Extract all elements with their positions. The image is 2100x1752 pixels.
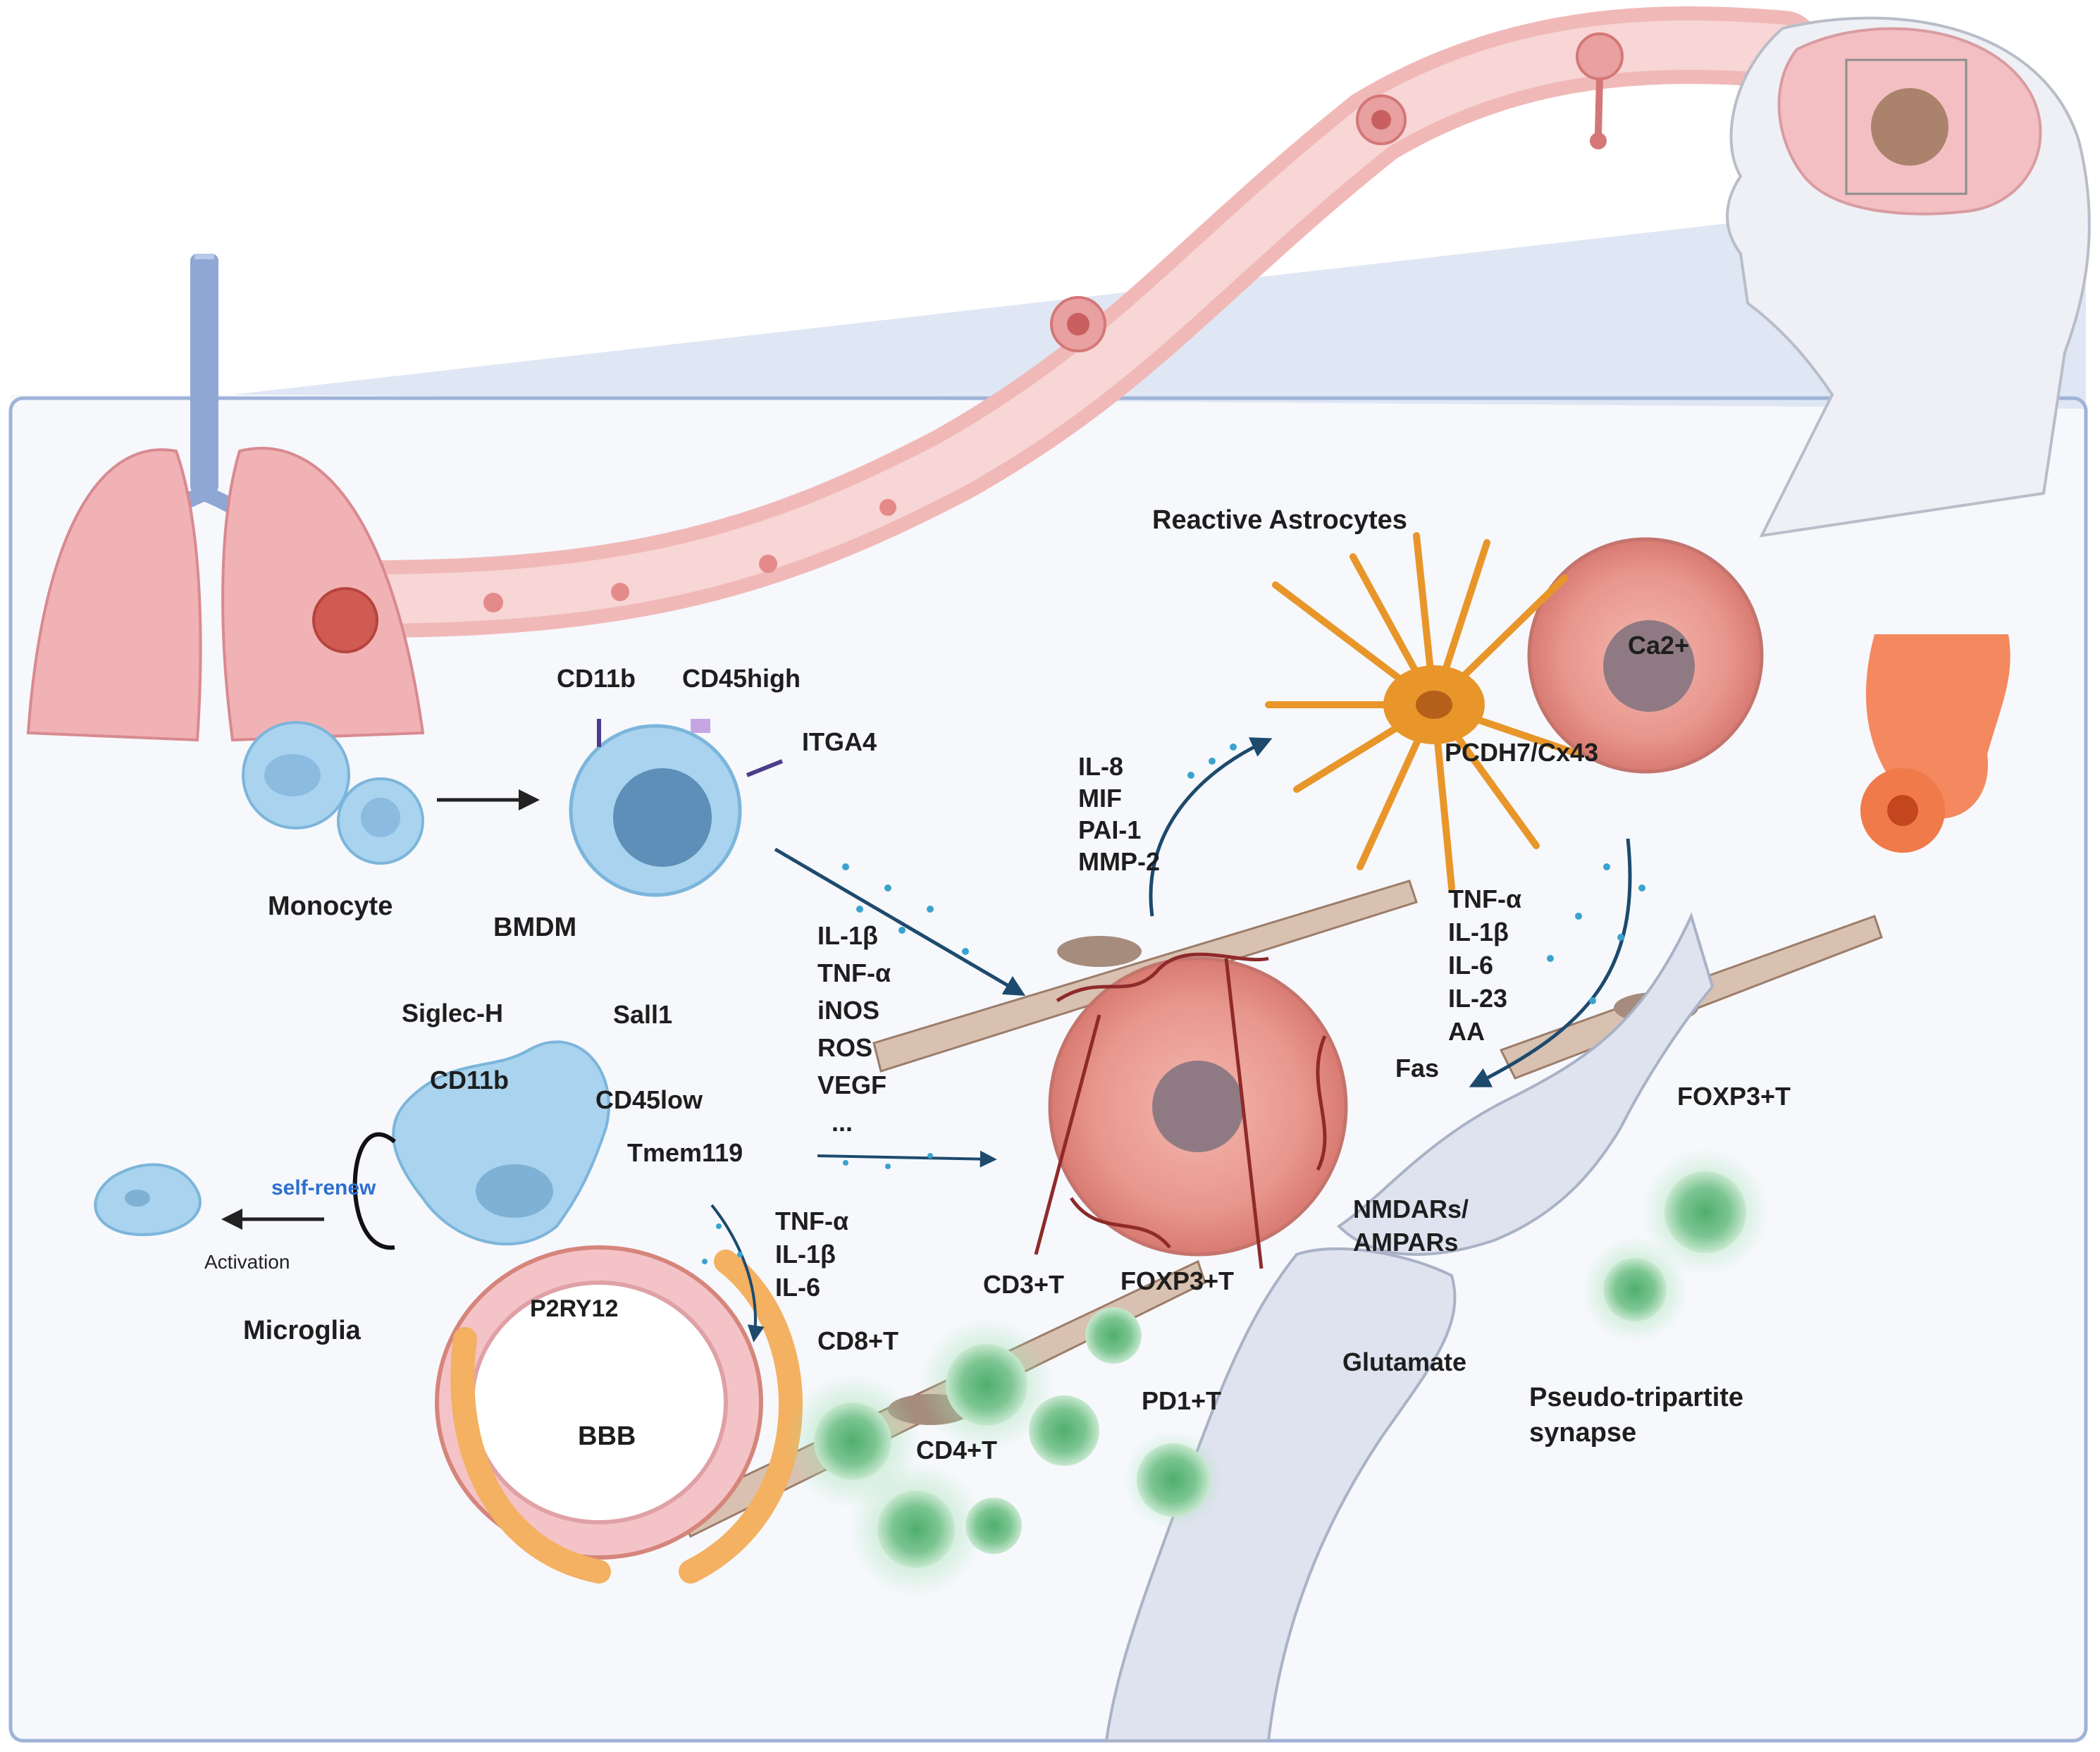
lungs [26, 254, 425, 742]
label-ca2: Ca2+ [1628, 631, 1689, 660]
human-head [1726, 16, 2091, 538]
cytokine-item: TNF-α [775, 1207, 848, 1235]
cytokine-item: IL-1β [817, 921, 878, 950]
cytokine-item: MMP-2 [1078, 847, 1160, 876]
t-cells [786, 1149, 1769, 1596]
label-pd1-t: PD1+T [1142, 1386, 1221, 1415]
cytokine-item: PAI-1 [1078, 815, 1141, 844]
label-fas: Fas [1395, 1054, 1439, 1082]
label-monocyte: Monocyte [268, 892, 393, 921]
label-cd4-t: CD4+T [916, 1436, 997, 1464]
label-itga4: ITGA4 [802, 727, 877, 756]
label-foxp3-t: FOXP3+T [1120, 1266, 1234, 1295]
microglia-cytokine-list: TNF-α IL-1β IL-6 [775, 1207, 848, 1302]
label-reactive-astrocytes: Reactive Astrocytes [1152, 505, 1407, 535]
blood-vessel [328, 6, 1822, 638]
cytokine-item: IL-1β [775, 1240, 836, 1269]
reactive-astrocyte [1265, 532, 1582, 892]
label-p2ry12: P2RY12 [530, 1295, 618, 1322]
cytokine-item: IL-8 [1078, 752, 1123, 781]
cytokine-item: iNOS [817, 996, 879, 1025]
label-cd11b-bmdm: CD11b [557, 664, 636, 693]
cytokine-item: IL-6 [775, 1273, 820, 1302]
cytokine-item: TNF-α [1448, 884, 1521, 913]
cytokine-item: ROS [817, 1033, 872, 1062]
cytokine-item: IL-6 [1448, 951, 1493, 980]
labels: Reactive Astrocytes Ca2+ PCDH7/Cx43 CD11… [204, 505, 1791, 1464]
cytokine-item: AA [1448, 1017, 1485, 1046]
cytokine-item: IL-23 [1448, 984, 1507, 1013]
label-siglec-h: Siglec-H [402, 999, 503, 1028]
label-cd11b-microglia: CD11b [430, 1066, 509, 1094]
cytokine-item: ... [832, 1108, 853, 1137]
label-pseudo-tripartite-2: synapse [1529, 1418, 1636, 1448]
label-tmem119: Tmem119 [627, 1138, 743, 1167]
orange-cell [1860, 634, 2011, 853]
label-cd45low: CD45low [595, 1085, 703, 1114]
label-nmdars-1: NMDARs/ [1353, 1195, 1469, 1223]
bbb-vessel [435, 1245, 803, 1584]
cytokine-item: VEGF [817, 1071, 887, 1099]
cytokine-item: TNF-α [817, 958, 891, 987]
astro-synapse-cytokine-list: TNF-α IL-1β IL-6 IL-23 AA [1448, 884, 1521, 1046]
tumor-cell [1034, 952, 1348, 1269]
label-pseudo-tripartite-1: Pseudo-tripartite [1529, 1383, 1743, 1412]
label-cd8-t: CD8+T [817, 1326, 898, 1355]
label-sall1: Sall1 [613, 1000, 672, 1029]
monocyte-cells [242, 721, 424, 865]
cytokine-dots [702, 744, 1645, 1264]
label-pcdh7-cx43: PCDH7/Cx43 [1445, 738, 1598, 767]
label-cd45high: CD45high [682, 664, 801, 693]
bmdm-cell [569, 719, 784, 897]
label-microglia: Microglia [243, 1316, 362, 1345]
label-bmdm: BMDM [493, 913, 576, 942]
cytokine-item: MIF [1078, 784, 1122, 813]
label-nmdars-2: AMPARs [1353, 1228, 1458, 1257]
label-foxp3-t-right: FOXP3+T [1677, 1082, 1791, 1111]
microglia-cell [94, 1040, 610, 1250]
label-cd3-t: CD3+T [983, 1270, 1064, 1299]
bmdm-cytokine-list: IL-1β TNF-α iNOS ROS VEGF ... [817, 921, 891, 1137]
cytokine-item: IL-1β [1448, 918, 1509, 946]
metastatic-tumor-cell [1527, 537, 1764, 774]
label-bbb: BBB [578, 1421, 636, 1451]
astrocyte-cytokine-list: IL-8 MIF PAI-1 MMP-2 [1078, 752, 1160, 876]
label-glutamate: Glutamate [1342, 1347, 1466, 1376]
label-self-renew: self-renew [271, 1176, 376, 1199]
label-activation: Activation [204, 1251, 290, 1273]
arrows [221, 737, 1632, 1343]
